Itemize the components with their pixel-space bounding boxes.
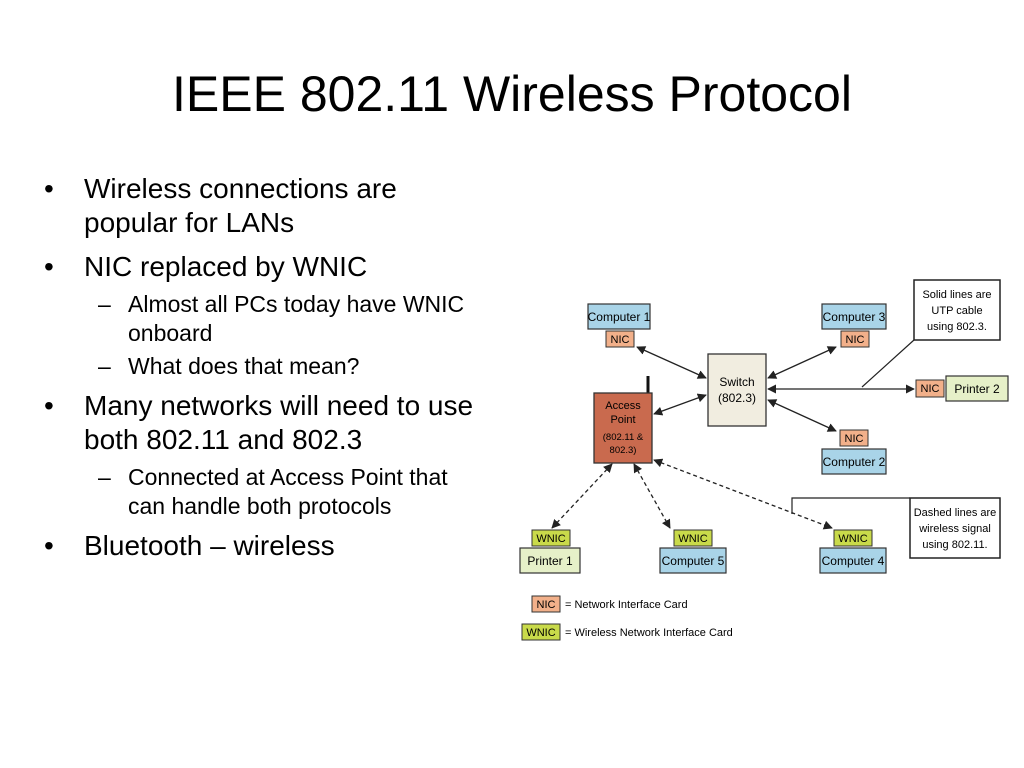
network-diagram: Computer 1 NIC Computer 3 NIC Switch (80… <box>510 276 1016 652</box>
bullet-list: • Wireless connections are popular for L… <box>44 172 484 573</box>
computer-4: WNIC Computer 4 <box>819 529 887 574</box>
sub-bullet-item: – Connected at Access Point that can han… <box>44 463 484 521</box>
computer-1-label: Computer 1 <box>588 310 651 324</box>
bullet-item: • NIC replaced by WNIC <box>44 250 484 284</box>
wnic-label: WNIC <box>678 533 707 545</box>
svg-text:NIC: NIC <box>537 599 556 611</box>
printer-2: NIC Printer 2 <box>915 375 1009 402</box>
svg-text:using 802.11.: using 802.11. <box>922 539 987 551</box>
link-switch-computer2 <box>767 399 837 432</box>
bullet-marker: • <box>44 251 54 282</box>
switch: Switch (802.3) <box>707 353 767 427</box>
computer-5-label: Computer 5 <box>662 554 725 568</box>
wnic-label: WNIC <box>838 533 867 545</box>
wired-links <box>636 346 915 432</box>
legend-nic: NIC = Network Interface Card <box>531 595 688 613</box>
computer-4-label: Computer 4 <box>822 554 885 568</box>
link-switch-computer1 <box>636 346 707 379</box>
bullet-item: • Many networks will need to use both 80… <box>44 389 484 457</box>
svg-text:Solid lines are: Solid lines are <box>922 289 991 301</box>
wireless-ap-computer4 <box>653 458 833 530</box>
svg-text:= Network Interface Card: = Network Interface Card <box>565 599 688 611</box>
bullet-item: • Bluetooth – wireless <box>44 529 484 563</box>
svg-text:UTP cable: UTP cable <box>931 305 982 317</box>
access-point-line1: Access <box>605 400 641 412</box>
note-dashed-lines: Dashed lines are wireless signal using 8… <box>909 497 1001 559</box>
sub-bullet-text: Almost all PCs today have WNIC onboard <box>128 291 465 346</box>
nic-label: NIC <box>845 433 864 445</box>
wireless-ap-computer5 <box>633 463 671 529</box>
sub-bullet-item: – What does that mean? <box>44 352 484 381</box>
switch-label: Switch <box>719 375 754 389</box>
access-point-line4: 802.3) <box>610 445 637 456</box>
bullet-text: Bluetooth – wireless <box>84 530 335 561</box>
wnic-label: WNIC <box>536 533 565 545</box>
bullet-text: NIC replaced by WNIC <box>84 251 368 282</box>
legend: NIC = Network Interface Card WNIC = Wire… <box>521 595 733 641</box>
sub-bullet-text: Connected at Access Point that can handl… <box>128 464 448 519</box>
printer-1: WNIC Printer 1 <box>519 529 581 574</box>
link-switch-computer3 <box>767 346 837 379</box>
bullet-text: Wireless connections are popular for LAN… <box>84 173 397 238</box>
wireless-ap-printer1 <box>551 463 613 529</box>
legend-wnic: WNIC = Wireless Network Interface Card <box>521 623 733 641</box>
link-switch-access-point <box>653 393 707 416</box>
bullet-marker: • <box>44 530 54 561</box>
sub-bullet-text: What does that mean? <box>128 353 360 379</box>
access-point-line2: Point <box>610 414 635 426</box>
slide-title: IEEE 802.11 Wireless Protocol <box>172 66 852 122</box>
printer-2-label: Printer 2 <box>954 382 1000 396</box>
svg-text:using 802.3.: using 802.3. <box>927 321 987 333</box>
sub-bullet-marker: – <box>98 353 111 379</box>
computer-2: NIC Computer 2 <box>821 429 887 475</box>
switch-standard: (802.3) <box>718 391 756 405</box>
access-point: Access Point (802.11 & 802.3) <box>593 376 653 464</box>
sub-bullet-item: – Almost all PCs today have WNIC onboard <box>44 290 484 348</box>
svg-text:Dashed lines are: Dashed lines are <box>914 507 997 519</box>
computer-3: Computer 3 NIC <box>821 303 887 348</box>
computer-1: Computer 1 NIC <box>587 303 651 348</box>
svg-text:wireless signal: wireless signal <box>918 523 991 535</box>
printer-1-label: Printer 1 <box>527 554 573 568</box>
computer-3-label: Computer 3 <box>823 310 886 324</box>
callout-leaders <box>791 339 915 514</box>
sub-bullet-marker: – <box>98 291 111 317</box>
bullet-marker: • <box>44 173 54 204</box>
computer-2-label: Computer 2 <box>823 455 886 469</box>
nic-label: NIC <box>921 383 940 395</box>
nic-label: NIC <box>846 334 865 346</box>
computer-5: WNIC Computer 5 <box>659 529 727 574</box>
sub-bullet-marker: – <box>98 464 111 490</box>
wireless-links <box>551 458 833 530</box>
bullet-marker: • <box>44 390 54 421</box>
note-solid-lines: Solid lines are UTP cable using 802.3. <box>913 279 1001 341</box>
nic-label: NIC <box>611 334 630 346</box>
bullet-item: • Wireless connections are popular for L… <box>44 172 484 240</box>
access-point-line3: (802.11 & <box>603 432 644 443</box>
svg-text:= Wireless Network Interface C: = Wireless Network Interface Card <box>565 627 733 639</box>
svg-text:WNIC: WNIC <box>526 627 555 639</box>
bullet-text: Many networks will need to use both 802.… <box>84 390 474 455</box>
